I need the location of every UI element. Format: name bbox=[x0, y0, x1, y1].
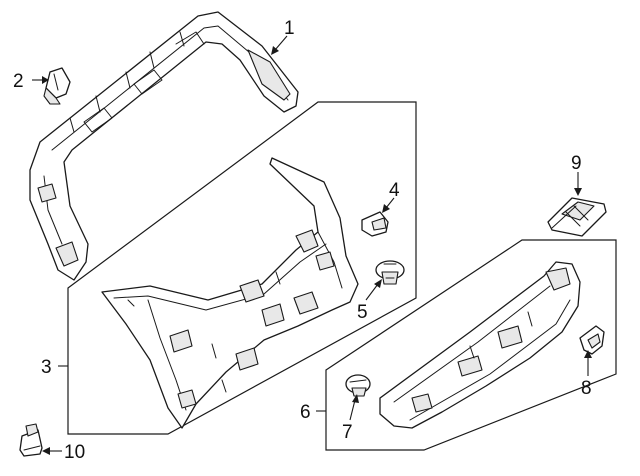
callout-8: 8 bbox=[581, 378, 592, 399]
part-1-upper-garnish bbox=[29, 11, 299, 281]
part-3-group-frame bbox=[67, 101, 417, 435]
part-5-push-retainer bbox=[375, 260, 405, 285]
part-10-bumper-stop bbox=[19, 423, 43, 457]
callout-5: 5 bbox=[357, 302, 368, 323]
part-6-pull-handle bbox=[379, 261, 581, 429]
callout-9: 9 bbox=[571, 153, 582, 174]
part-2-retainer-clip bbox=[43, 67, 71, 105]
part-6-group-frame bbox=[325, 239, 617, 451]
part-3-liftgate-panel bbox=[101, 157, 359, 429]
callout-labels: 1 2 3 4 5 6 7 8 9 10 bbox=[13, 18, 592, 463]
leader-lines bbox=[32, 35, 592, 455]
part-7-handle-retainer bbox=[345, 374, 371, 397]
callout-2: 2 bbox=[13, 71, 24, 92]
part-9-lamp-bezel bbox=[547, 197, 607, 237]
callout-7: 7 bbox=[342, 422, 353, 443]
callout-6: 6 bbox=[300, 402, 311, 423]
callout-3: 3 bbox=[41, 357, 52, 378]
part-8-handle-clip bbox=[579, 325, 605, 355]
callout-10: 10 bbox=[64, 442, 85, 463]
part-4-trim-clip bbox=[361, 211, 389, 237]
callout-1: 1 bbox=[284, 18, 295, 39]
callout-4: 4 bbox=[389, 180, 400, 201]
